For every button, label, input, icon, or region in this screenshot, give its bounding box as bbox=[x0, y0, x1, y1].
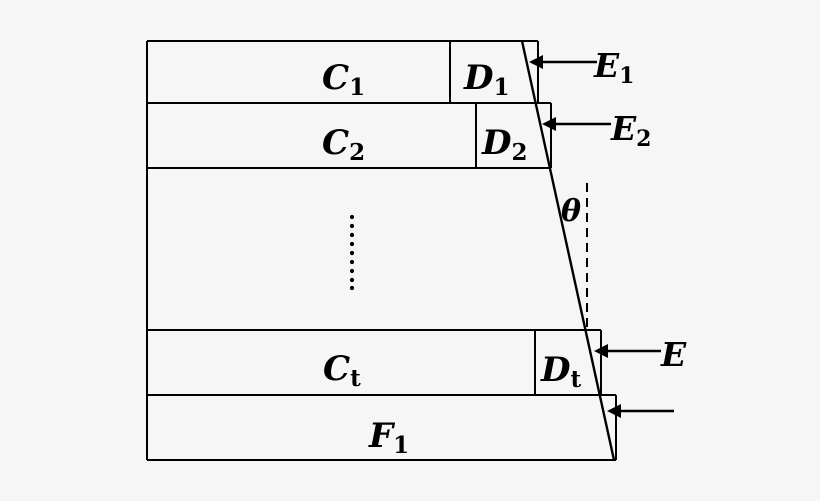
ellipsis-dot bbox=[349, 259, 355, 265]
left-arrow-icon bbox=[529, 55, 543, 69]
label-ct: Ct bbox=[323, 349, 361, 392]
outer-frame bbox=[146, 40, 616, 461]
label-d2: D2 bbox=[481, 123, 528, 166]
left-arrow-icon bbox=[542, 117, 556, 131]
label-dt: Dt bbox=[540, 350, 581, 393]
ellipsis-dot bbox=[349, 250, 355, 256]
row-1 bbox=[147, 41, 539, 104]
ellipsis-dot bbox=[349, 268, 355, 274]
left-arrow-icon bbox=[607, 404, 621, 418]
arrow-bottom bbox=[607, 404, 674, 418]
label-e-partial: E bbox=[660, 335, 687, 374]
label-c2: C2 bbox=[322, 123, 365, 166]
ellipsis-dot bbox=[349, 241, 355, 247]
label-theta: θ bbox=[561, 194, 581, 229]
vertical-dots-icon bbox=[349, 214, 355, 291]
row-2 bbox=[147, 102, 552, 169]
ellipsis-dot bbox=[349, 285, 355, 291]
label-d1: D1 bbox=[463, 58, 510, 101]
label-f1: F1 bbox=[368, 416, 409, 459]
arrow-e-partial bbox=[594, 344, 661, 358]
slanted-edge bbox=[520, 40, 616, 461]
ellipsis-dot bbox=[349, 232, 355, 238]
ellipsis-dot bbox=[349, 277, 355, 283]
label-c1: C1 bbox=[322, 58, 365, 101]
arrow-e1 bbox=[529, 55, 597, 69]
arrow-e2 bbox=[542, 117, 611, 131]
ellipsis-dot bbox=[349, 214, 355, 220]
ellipsis-dot bbox=[349, 223, 355, 229]
left-arrow-icon bbox=[594, 344, 608, 358]
label-e2: E2 bbox=[610, 109, 651, 152]
label-e1: E1 bbox=[593, 46, 634, 89]
row-t bbox=[147, 329, 616, 396]
